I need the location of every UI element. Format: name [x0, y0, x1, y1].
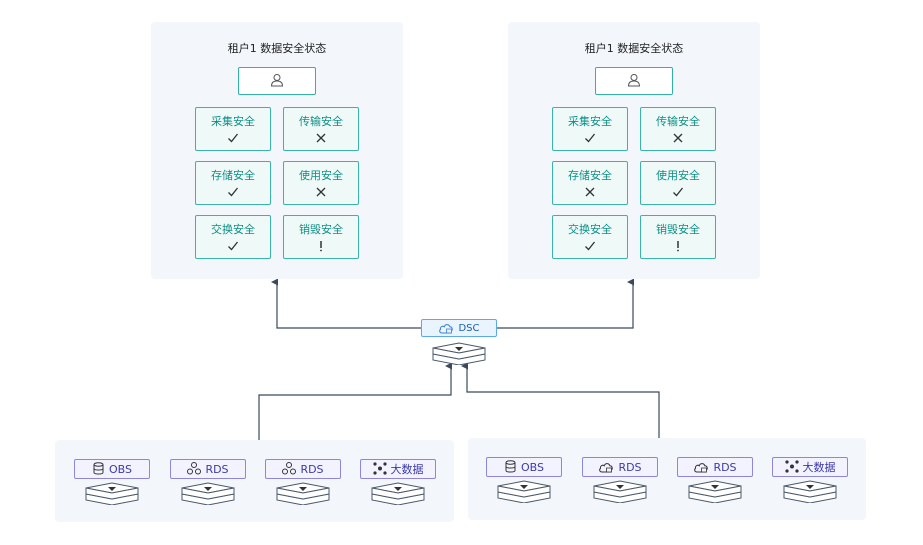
cloud-db-icon	[598, 458, 614, 477]
source-node-bigdata: 大数据	[360, 459, 436, 479]
nodes-icon	[282, 460, 297, 479]
cross-icon	[315, 132, 327, 144]
check-icon	[227, 132, 239, 144]
database-icon	[92, 460, 105, 479]
cross-icon	[315, 186, 327, 198]
cell-label: 交换安全	[211, 222, 255, 236]
security-cell: 存储安全	[552, 161, 628, 205]
cloud-db-icon	[693, 458, 709, 477]
check-icon	[227, 186, 239, 198]
connector-dsc-to-tenant1	[271, 278, 421, 329]
security-cell: 交换安全	[552, 215, 628, 259]
cloud-icon	[438, 319, 454, 338]
check-icon	[584, 240, 596, 252]
check-icon	[584, 132, 596, 144]
connector-sources2-to-dsc	[461, 362, 660, 438]
nodes-icon	[187, 460, 202, 479]
source-node-bigdata: 大数据	[772, 457, 848, 477]
tenant-status-panel-2: 租户1 数据安全状态 采集安全 传输安全 存储安全 使用安全 交换安全 销毁安全	[508, 22, 760, 279]
check-icon	[672, 186, 684, 198]
cell-label: 传输安全	[299, 114, 343, 128]
cell-label: 使用安全	[299, 168, 343, 182]
cell-label: 采集安全	[211, 114, 255, 128]
layer-stack-icon	[687, 477, 743, 504]
tenant-user-box	[238, 67, 316, 95]
source-node-obs: OBS	[74, 459, 150, 479]
source-node-rds: RDS	[582, 457, 658, 477]
layer-stack-icon	[275, 479, 331, 506]
source-label: 大数据	[390, 463, 424, 476]
cell-label: 存储安全	[211, 168, 255, 182]
user-icon	[627, 72, 641, 91]
layer-stack-icon	[180, 479, 236, 506]
bigdata-icon	[372, 460, 387, 479]
cell-label: 销毁安全	[299, 222, 343, 236]
source-node-obs: OBS	[486, 457, 562, 477]
bigdata-icon	[784, 458, 799, 477]
security-cell: 传输安全	[640, 107, 716, 151]
warning-icon	[315, 240, 327, 252]
security-cell: 交换安全	[195, 215, 271, 259]
security-cell: 使用安全	[640, 161, 716, 205]
security-cell: 销毁安全	[283, 215, 359, 259]
cell-label: 交换安全	[568, 222, 612, 236]
layer-stack-icon	[782, 477, 838, 504]
tenant-status-panel-1: 租户1 数据安全状态 采集安全 传输安全 存储安全 使用安全 交换安全 销毁安全	[151, 22, 403, 279]
database-icon	[504, 458, 517, 477]
cell-label: 使用安全	[656, 168, 700, 182]
panel-title: 租户1 数据安全状态	[584, 42, 684, 55]
check-icon	[227, 240, 239, 252]
source-label: RDS	[713, 460, 737, 474]
security-cell: 采集安全	[195, 107, 271, 151]
source-group-2	[468, 438, 866, 520]
security-cell: 传输安全	[283, 107, 359, 151]
cell-label: 销毁安全	[656, 222, 700, 236]
source-label: RDS	[205, 462, 229, 476]
cell-label: 传输安全	[656, 114, 700, 128]
source-label: OBS	[521, 460, 544, 474]
security-cell: 采集安全	[552, 107, 628, 151]
source-label: RDS	[618, 460, 642, 474]
cell-label: 采集安全	[568, 114, 612, 128]
user-icon	[270, 72, 284, 91]
layer-stack-icon	[84, 479, 140, 506]
dsc-label: DSC	[458, 322, 480, 334]
layer-stack-icon	[496, 477, 552, 504]
security-cell: 销毁安全	[640, 215, 716, 259]
cross-icon	[584, 186, 596, 198]
connector-dsc-to-tenant2	[497, 278, 635, 329]
layer-stack-icon	[370, 479, 426, 506]
warning-icon	[672, 240, 684, 252]
cross-icon	[672, 132, 684, 144]
dsc-layer-stack-icon	[431, 339, 487, 366]
security-cell: 存储安全	[195, 161, 271, 205]
source-label: RDS	[300, 462, 324, 476]
panel-title: 租户1 数据安全状态	[227, 42, 327, 55]
cell-label: 存储安全	[568, 168, 612, 182]
layer-stack-icon	[592, 477, 648, 504]
dsc-node: DSC	[421, 319, 497, 337]
connector-sources1-to-dsc	[258, 362, 453, 440]
source-label: 大数据	[802, 461, 836, 474]
source-label: OBS	[109, 462, 132, 476]
tenant-user-box	[595, 67, 673, 95]
source-node-rds: RDS	[677, 457, 753, 477]
source-node-rds: RDS	[265, 459, 341, 479]
source-node-rds: RDS	[170, 459, 246, 479]
source-group-1	[55, 440, 454, 522]
security-cell: 使用安全	[283, 161, 359, 205]
